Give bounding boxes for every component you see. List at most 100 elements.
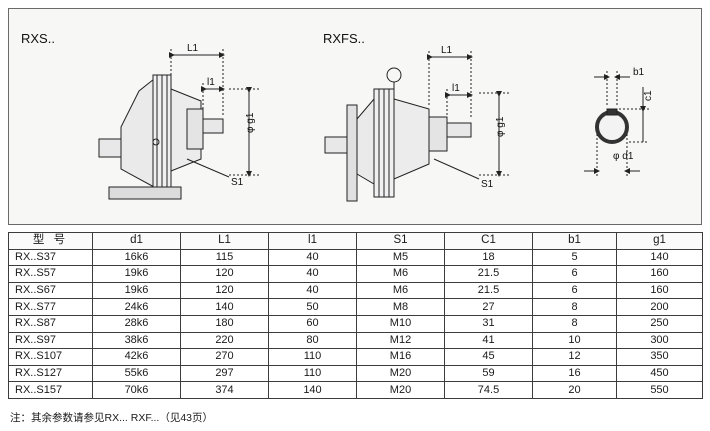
table-cell: M12 <box>356 331 445 350</box>
table-cell: 220 <box>180 331 269 350</box>
table-cell: 42k6 <box>92 348 181 366</box>
table-cell: 110 <box>268 348 357 366</box>
table-cell: RX..S107 <box>8 348 93 366</box>
table-cell: 16k6 <box>92 248 181 267</box>
table-cell: 140 <box>616 248 703 267</box>
table-cell: M8 <box>356 298 445 316</box>
table-cell: 300 <box>616 331 703 350</box>
table-cell: 8 <box>532 298 617 316</box>
table-cell: RX..S127 <box>8 364 93 383</box>
table-cell: 19k6 <box>92 281 181 300</box>
table-cell: 40 <box>268 281 357 300</box>
dim-g1-rxfs: φ g1 <box>495 116 506 137</box>
dim-d1: φ d1 <box>613 151 634 162</box>
table-header-row: 型 号 d1 L1 l1 S1 C1 b1 g1 <box>8 232 703 250</box>
table-cell: 20 <box>532 381 617 399</box>
table-cell: RX..S77 <box>8 298 93 316</box>
table-cell: 120 <box>180 281 269 300</box>
table-cell: 140 <box>180 298 269 316</box>
table-cell: RX..S157 <box>8 381 93 399</box>
table-cell: 270 <box>180 348 269 366</box>
table-cell: RX..S87 <box>8 314 93 333</box>
table-cell: 350 <box>616 348 703 366</box>
table-cell: 31 <box>444 314 533 333</box>
table-cell: 110 <box>268 364 357 383</box>
table-cell: 28k6 <box>92 314 181 333</box>
table-cell: M6 <box>356 265 445 283</box>
col-header-s1: S1 <box>356 232 445 250</box>
col-header-c1: C1 <box>444 232 533 250</box>
table-cell: 160 <box>616 265 703 283</box>
table-cell: 140 <box>268 381 357 399</box>
dim-c1: c1 <box>643 90 654 101</box>
col-header-l1-big: L1 <box>180 232 269 250</box>
table-cell: M6 <box>356 281 445 300</box>
table-cell: RX..S67 <box>8 281 93 300</box>
dim-l1-big-rxfs: L1 <box>441 45 453 56</box>
table-cell: M20 <box>356 381 445 399</box>
dim-g1-rxs: φ g1 <box>245 112 256 133</box>
table-cell: 200 <box>616 298 703 316</box>
table-cell: 8 <box>532 314 617 333</box>
rxfs-gearbox-drawing <box>324 51 509 202</box>
col-header-d1: d1 <box>92 232 181 250</box>
table-cell: 40 <box>268 248 357 267</box>
label-rxfs: RXFS.. <box>323 31 365 46</box>
table-cell: 41 <box>444 331 533 350</box>
table-cell: M5 <box>356 248 445 267</box>
table-cell: 38k6 <box>92 331 181 350</box>
table-cell: 374 <box>180 381 269 399</box>
rxs-gearbox-drawing <box>98 49 259 200</box>
table-cell: 27 <box>444 298 533 316</box>
drawing-panel: RXS.. RXFS.. <box>8 8 702 225</box>
table-cell: 180 <box>180 314 269 333</box>
table-cell: 16 <box>532 364 617 383</box>
table-cell: 60 <box>268 314 357 333</box>
table-cell: 18 <box>444 248 533 267</box>
table-cell: 21.5 <box>444 281 533 300</box>
table-cell: 19k6 <box>92 265 181 283</box>
shaft-section-drawing <box>584 71 649 177</box>
dim-s1-rxfs: S1 <box>481 179 494 190</box>
dim-l1-big-rxs: L1 <box>187 43 199 54</box>
dim-s1-rxs: S1 <box>231 177 244 188</box>
col-header-model: 型 号 <box>8 232 93 250</box>
table-cell: 10 <box>532 331 617 350</box>
col-header-b1: b1 <box>532 232 617 250</box>
table-cell: 12 <box>532 348 617 366</box>
table-cell: 550 <box>616 381 703 399</box>
dim-l1-small-rxfs: l1 <box>452 83 460 94</box>
table-cell: 40 <box>268 265 357 283</box>
table-cell: 70k6 <box>92 381 181 399</box>
table-cell: 45 <box>444 348 533 366</box>
technical-drawing: RXS.. RXFS.. <box>21 31 654 202</box>
col-header-g1: g1 <box>616 232 703 250</box>
table-cell: 24k6 <box>92 298 181 316</box>
table-cell: M10 <box>356 314 445 333</box>
table-cell: 74.5 <box>444 381 533 399</box>
col-header-l1-small: l1 <box>268 232 357 250</box>
table-cell: M16 <box>356 348 445 366</box>
table-cell: 115 <box>180 248 269 267</box>
table-cell: 6 <box>532 281 617 300</box>
footnote: 注：其余参数请参见RX... RXF...（见43页） <box>10 412 214 424</box>
table-cell: 21.5 <box>444 265 533 283</box>
table-cell: 55k6 <box>92 364 181 383</box>
table-cell: RX..S57 <box>8 265 93 283</box>
table-cell: 80 <box>268 331 357 350</box>
label-rxs: RXS.. <box>21 31 55 46</box>
table-cell: M20 <box>356 364 445 383</box>
table-cell: 50 <box>268 298 357 316</box>
table-cell: 6 <box>532 265 617 283</box>
table-cell: RX..S37 <box>8 248 93 267</box>
table-cell: 297 <box>180 364 269 383</box>
